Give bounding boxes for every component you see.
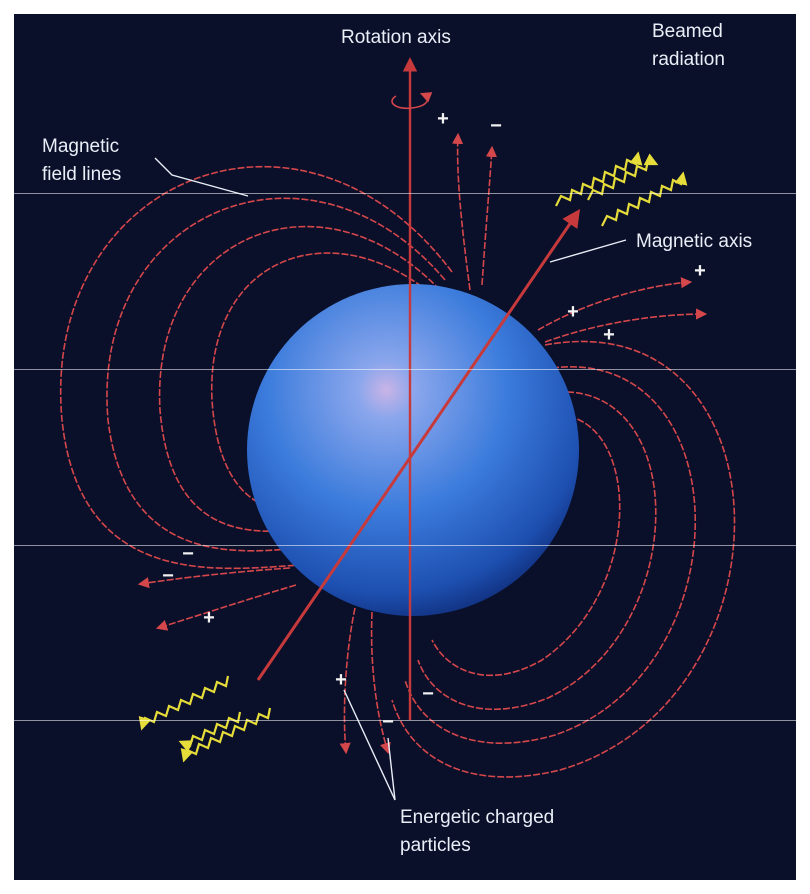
minus-sign: − — [422, 683, 434, 705]
plus-sign: + — [603, 324, 615, 346]
charge-signs: + − + + + − − + + − − — [162, 108, 706, 733]
scan-line — [0, 193, 810, 194]
plus-sign: + — [694, 260, 706, 282]
scan-line — [0, 545, 810, 546]
magnetic-axis-line — [256, 209, 581, 681]
field-lines-left — [59, 165, 453, 570]
rotation-axis-label: Rotation axis — [341, 27, 451, 48]
minus-sign: − — [182, 543, 194, 565]
scan-line — [0, 369, 810, 370]
minus-sign: − — [490, 115, 502, 137]
plus-sign: + — [567, 301, 579, 323]
leader-lines — [154, 157, 627, 801]
plus-sign: + — [203, 607, 215, 629]
minus-sign: − — [162, 565, 174, 587]
rotation-direction-arrow — [391, 92, 433, 110]
minus-sign: − — [382, 711, 394, 733]
field-lines-right — [391, 340, 736, 778]
scan-line — [0, 720, 810, 721]
beamed-radiation-lower — [138, 675, 272, 763]
magnetic-field-lines-label-line1: Magnetic — [42, 136, 120, 157]
magnetic-axis-label: Magnetic axis — [636, 231, 753, 252]
plus-sign: + — [335, 669, 347, 691]
neutron-star — [247, 284, 579, 616]
beamed-radiation-label-line1: Beamed — [652, 21, 723, 42]
plus-sign: + — [437, 108, 449, 130]
energetic-charged-particles-label-line1: Energetic charged — [400, 807, 555, 828]
magnetic-field-lines-label-line2: field lines — [42, 164, 122, 185]
open-field-lines — [137, 132, 708, 755]
beamed-radiation-label-line2: radiation — [652, 49, 725, 70]
energetic-charged-particles-label-line2: particles — [400, 835, 471, 856]
beamed-radiation-upper — [555, 151, 688, 227]
